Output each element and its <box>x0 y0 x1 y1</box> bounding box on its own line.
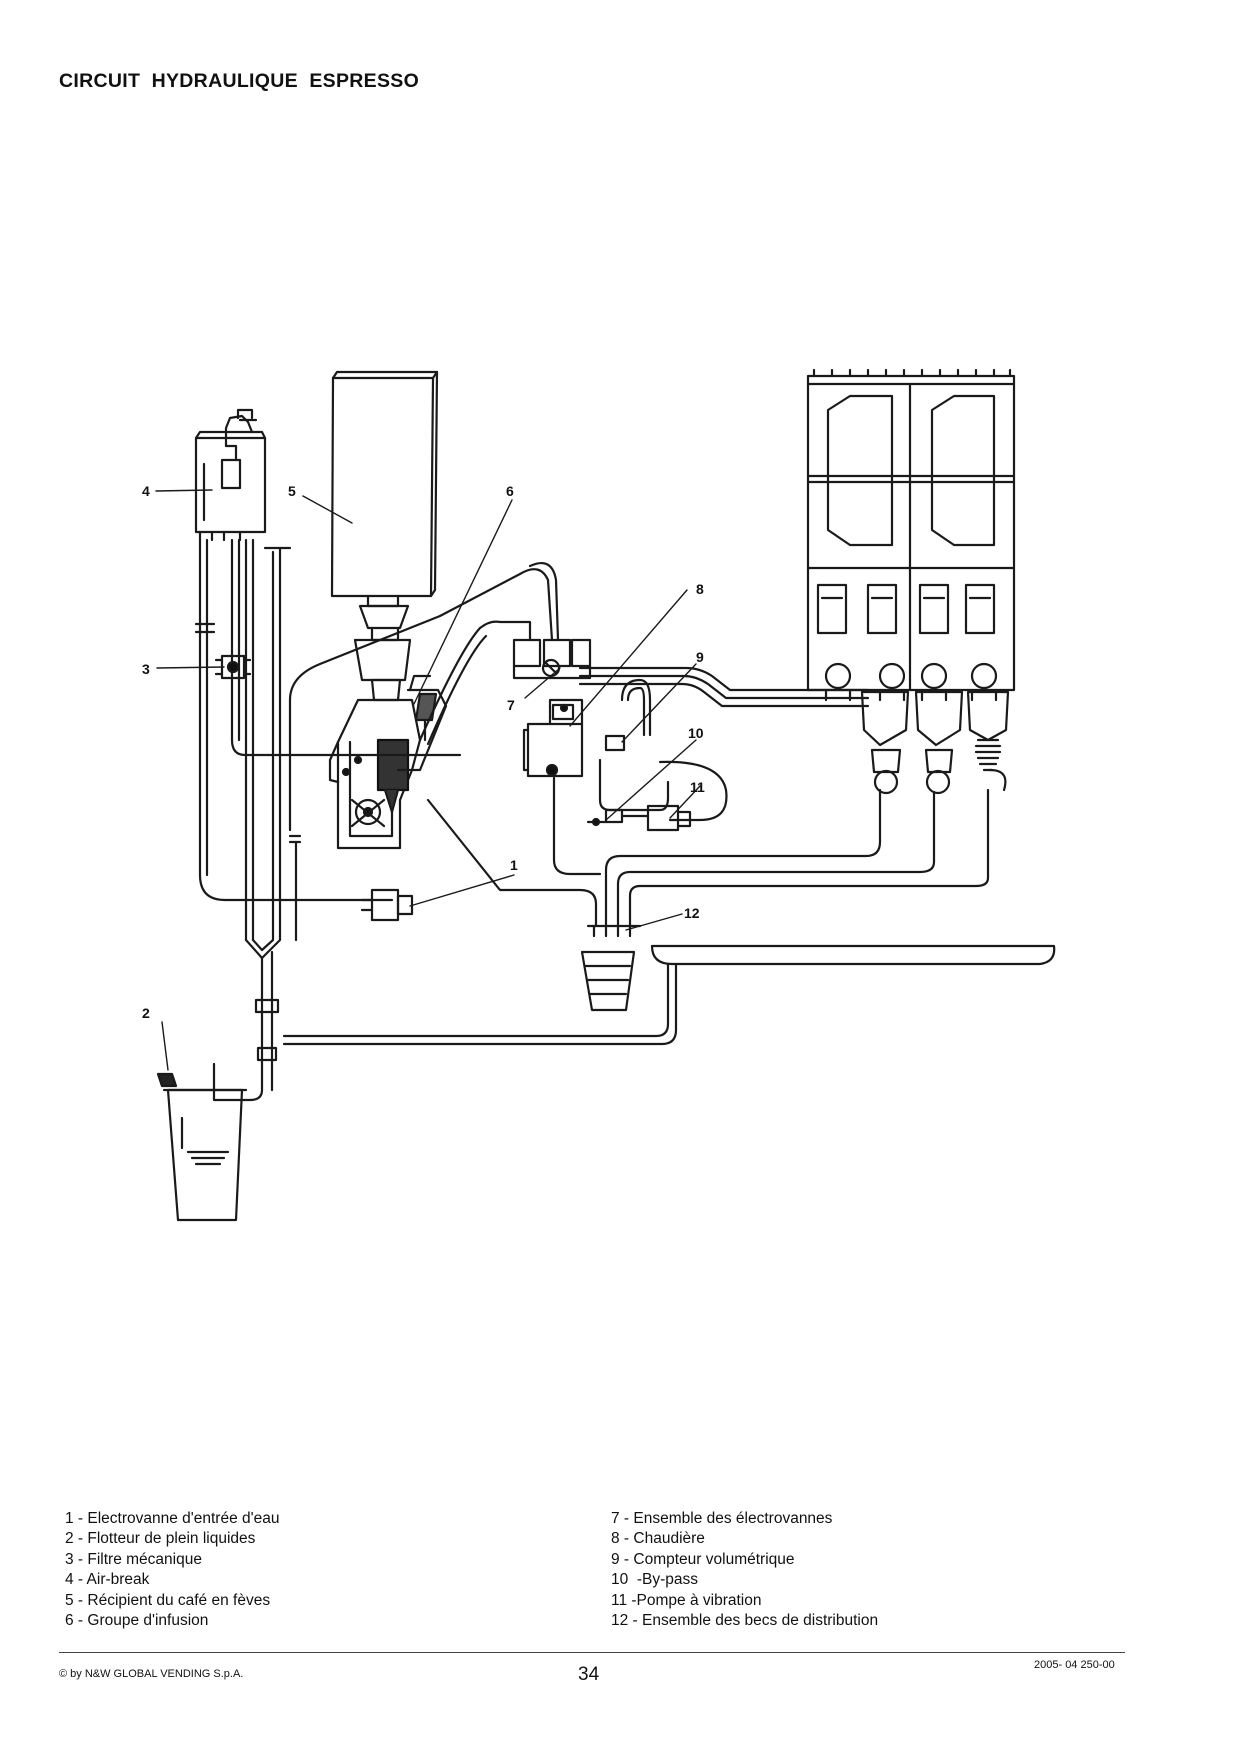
callout-10: 10 <box>688 725 704 741</box>
distribution-pipes <box>288 562 990 942</box>
legend-item: 12 - Ensemble des becs de distribution <box>611 1612 879 1630</box>
legend-item: 9 - Compteur volumétrique <box>611 1550 795 1568</box>
legend-item: 5 - Récipient du café en fèves <box>65 1591 271 1609</box>
callout-9: 9 <box>696 649 704 665</box>
boiler-and-valves <box>512 638 592 778</box>
callout-1: 1 <box>510 857 518 873</box>
footer-copyright: © by N&W GLOBAL VENDING S.p.A. <box>59 1668 244 1680</box>
mixing-bowls <box>860 690 1010 795</box>
page-number: 34 <box>578 1664 600 1685</box>
coffee-bean-hopper <box>330 370 439 682</box>
legend-item: 10 -By-pass <box>611 1571 699 1589</box>
brewing-unit <box>328 674 448 850</box>
legend-item: 8 - Chaudière <box>611 1530 705 1548</box>
callout-3: 3 <box>142 661 150 677</box>
page-title: CIRCUIT HYDRAULIQUE ESPRESSO <box>59 70 420 92</box>
legend-item: 6 - Groupe d'infusion <box>65 1612 209 1630</box>
callout-6: 6 <box>506 483 514 499</box>
legend-item: 7 - Ensemble des électrovannes <box>611 1510 833 1527</box>
callout-12: 12 <box>684 905 700 921</box>
legend-right: 7 - Ensemble des électrovannes 8 - Chaud… <box>611 1509 878 1631</box>
callout-2: 2 <box>142 1005 150 1021</box>
callout-leaders <box>155 489 701 1071</box>
document-code: 2005- 04 250-00 <box>1034 1659 1115 1671</box>
waste-bucket <box>156 950 280 1222</box>
counter-pump-assembly <box>586 678 728 832</box>
air-break-piping <box>194 538 462 960</box>
callout-7: 7 <box>507 697 515 713</box>
callout-8: 8 <box>696 581 704 597</box>
coffee-cup <box>580 950 636 1012</box>
legend-left: 1 - Electrovanne d'entrée d'eau 2 - Flot… <box>65 1509 279 1631</box>
powder-canisters <box>806 368 1016 702</box>
legend-item: 1 - Electrovanne d'entrée d'eau <box>65 1510 280 1527</box>
callout-4: 4 <box>142 483 150 499</box>
air-break-tank <box>194 408 267 542</box>
footer-divider <box>59 1652 1125 1653</box>
legend-item: 4 - Air-break <box>65 1571 150 1589</box>
legend-item: 2 - Flotteur de plein liquides <box>65 1530 256 1548</box>
legend-item: 3 - Filtre mécanique <box>65 1550 202 1568</box>
callout-5: 5 <box>288 483 296 499</box>
drip-tray <box>282 944 1056 1046</box>
legend-item: 11 -Pompe à vibration <box>611 1591 762 1609</box>
callout-11: 11 <box>690 779 705 795</box>
